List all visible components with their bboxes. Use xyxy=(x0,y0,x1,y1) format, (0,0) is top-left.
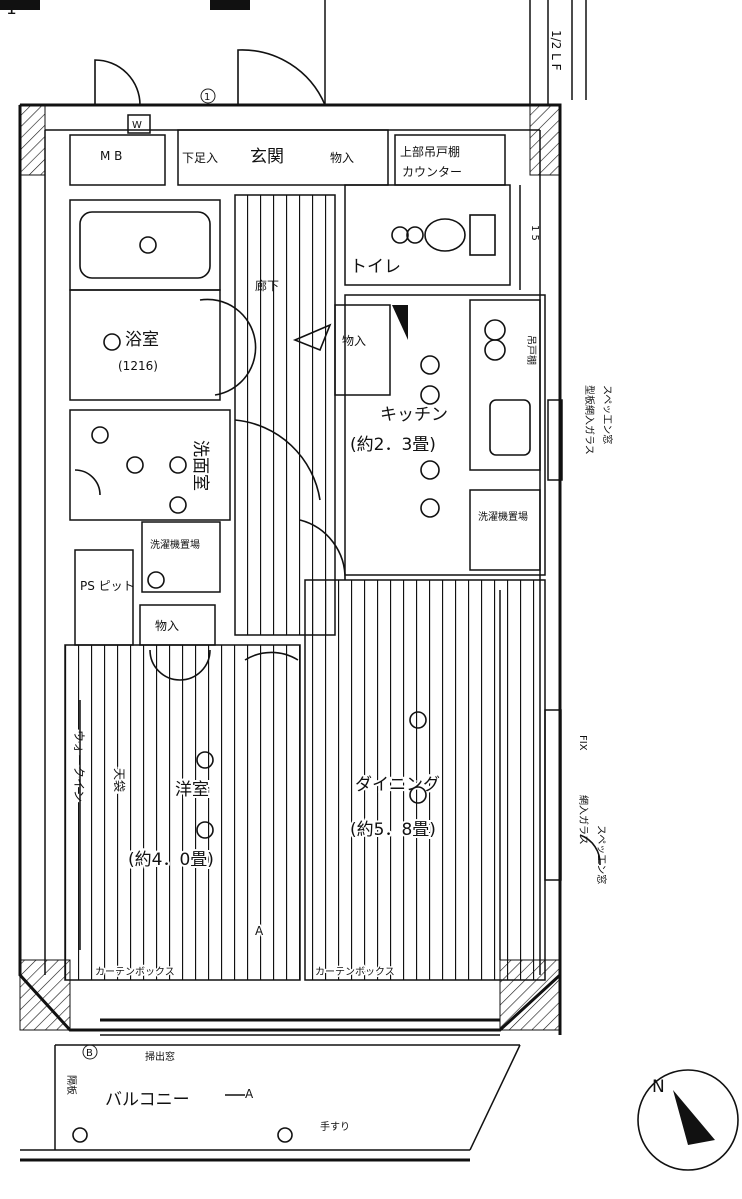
hall-storage-label: 物入 xyxy=(342,334,366,348)
dining-floor xyxy=(304,579,546,981)
side-window-upper xyxy=(547,399,563,481)
toilet-tank xyxy=(469,214,496,256)
outer-walls xyxy=(18,103,562,1035)
hallway-label: 廊下 xyxy=(255,278,279,293)
section-a-label: A xyxy=(255,924,264,938)
compass-circle xyxy=(637,1069,739,1171)
fix-window-label-2: 網入ガラス xyxy=(577,795,590,845)
handrail-label: 手すり xyxy=(320,1120,350,1133)
toilet-room xyxy=(344,184,511,286)
entrance-storage-label: 物入 xyxy=(330,151,354,165)
fix-window xyxy=(544,709,562,881)
marker-top-right: W xyxy=(132,120,142,131)
washer-area xyxy=(141,521,221,593)
pipe-space xyxy=(74,549,134,646)
closet-label: ウォークイン xyxy=(72,730,86,802)
kitchen-sink xyxy=(489,399,531,456)
marker-bottom-circle xyxy=(82,1044,98,1060)
marker-bottom: B xyxy=(86,1048,93,1059)
sliding-window-label: 掃出窓 xyxy=(145,1050,175,1063)
bathroom-door xyxy=(199,298,257,396)
bathroom-size-label: (1216) xyxy=(118,359,158,373)
mb-label: M B xyxy=(100,149,122,163)
compass-arrow-icon xyxy=(673,1090,715,1145)
balcony-section-label: A xyxy=(245,1087,254,1101)
marker-top: 1 xyxy=(204,92,210,103)
small-storage-label: 物入 xyxy=(155,619,179,633)
compass: N xyxy=(637,1069,739,1171)
side-window-lower-label: スペッ工ン窓 xyxy=(595,825,608,884)
ceiling-storage-label: 天袋 xyxy=(112,768,126,792)
compass-n-label: N xyxy=(652,1077,665,1097)
western-label: 洋室 xyxy=(175,780,209,800)
kitchen-counter xyxy=(469,299,541,471)
counter-label: カウンター xyxy=(402,165,462,179)
washer-label: 洗濯機置場 xyxy=(150,538,200,551)
dining-label: ダイニング xyxy=(355,775,440,795)
fix-window-label: FIX xyxy=(577,735,588,751)
bathroom-label: 浴室 xyxy=(125,330,159,350)
washroom-door-swing xyxy=(234,419,321,501)
balcony-label: バルコニー xyxy=(105,1090,190,1110)
bathtub xyxy=(79,211,211,279)
kitchen-area-label: (約2．3畳) xyxy=(350,435,436,455)
balcony: B 隔板 掃出窓 バルコニー A 手すり xyxy=(20,1018,521,1162)
side-window-swing xyxy=(579,834,601,866)
kitchen-washer-label: 洗濯機置場 xyxy=(478,510,528,523)
western-entry-door xyxy=(244,651,299,661)
mb-box xyxy=(127,114,151,134)
top-title-fragment xyxy=(0,0,40,10)
top-title-fragment-2 xyxy=(210,0,250,10)
top-right-dimension: 1/2 L F xyxy=(529,0,587,105)
western-room-floor xyxy=(64,644,301,981)
side-window-upper-label: 型板網入ガラス xyxy=(583,385,596,455)
hall-storage xyxy=(334,304,391,396)
hall-door xyxy=(292,323,332,352)
dimension-side-label: 1 5 xyxy=(529,225,540,241)
western-closet-doors xyxy=(149,649,211,681)
toilet-label: トイレ xyxy=(350,257,401,277)
dimension-top-label: 1/2 L F xyxy=(549,30,563,71)
hallway-floor xyxy=(234,194,336,636)
upper-cabinet-label: 上部吊戸棚 xyxy=(400,144,460,159)
kitchen-room xyxy=(344,294,546,576)
partition-label: 隔板 xyxy=(65,1075,78,1095)
bath-drain-icon xyxy=(139,236,157,254)
entry-doors: 1 xyxy=(94,0,326,106)
curtain-left-label: カーテンボックス xyxy=(95,966,175,978)
washroom-basin-door xyxy=(74,469,101,496)
bathroom-room xyxy=(69,289,221,401)
western-area-label: (約4．0畳) xyxy=(128,850,214,870)
bathtub-area xyxy=(69,199,221,291)
wall-cabinet-label: 吊戸棚 xyxy=(525,335,538,365)
washroom-label: 洗面室 xyxy=(190,440,210,491)
entrance-room xyxy=(177,129,389,186)
kitchen-washer-area xyxy=(469,489,541,571)
entrance-label: 玄関 xyxy=(250,147,284,167)
stove-icon xyxy=(484,319,506,341)
mb-room xyxy=(69,134,166,186)
marker-top-circle xyxy=(200,88,216,104)
storage-hatch xyxy=(392,305,408,340)
curtain-right-label: カーテンボックス xyxy=(315,966,395,978)
washroom-room xyxy=(69,409,231,521)
shoe-box-label: 下足入 xyxy=(182,151,218,165)
side-window-upper-label-2: スペッ工ン窓 xyxy=(601,385,614,444)
pipe-space-label: PS ピット xyxy=(80,579,135,593)
kitchen-label: キッチン xyxy=(380,405,448,425)
dining-door-swing xyxy=(299,519,346,581)
dining-area-label: (約5．8畳) xyxy=(350,820,436,840)
toilet-bowl xyxy=(424,218,466,252)
